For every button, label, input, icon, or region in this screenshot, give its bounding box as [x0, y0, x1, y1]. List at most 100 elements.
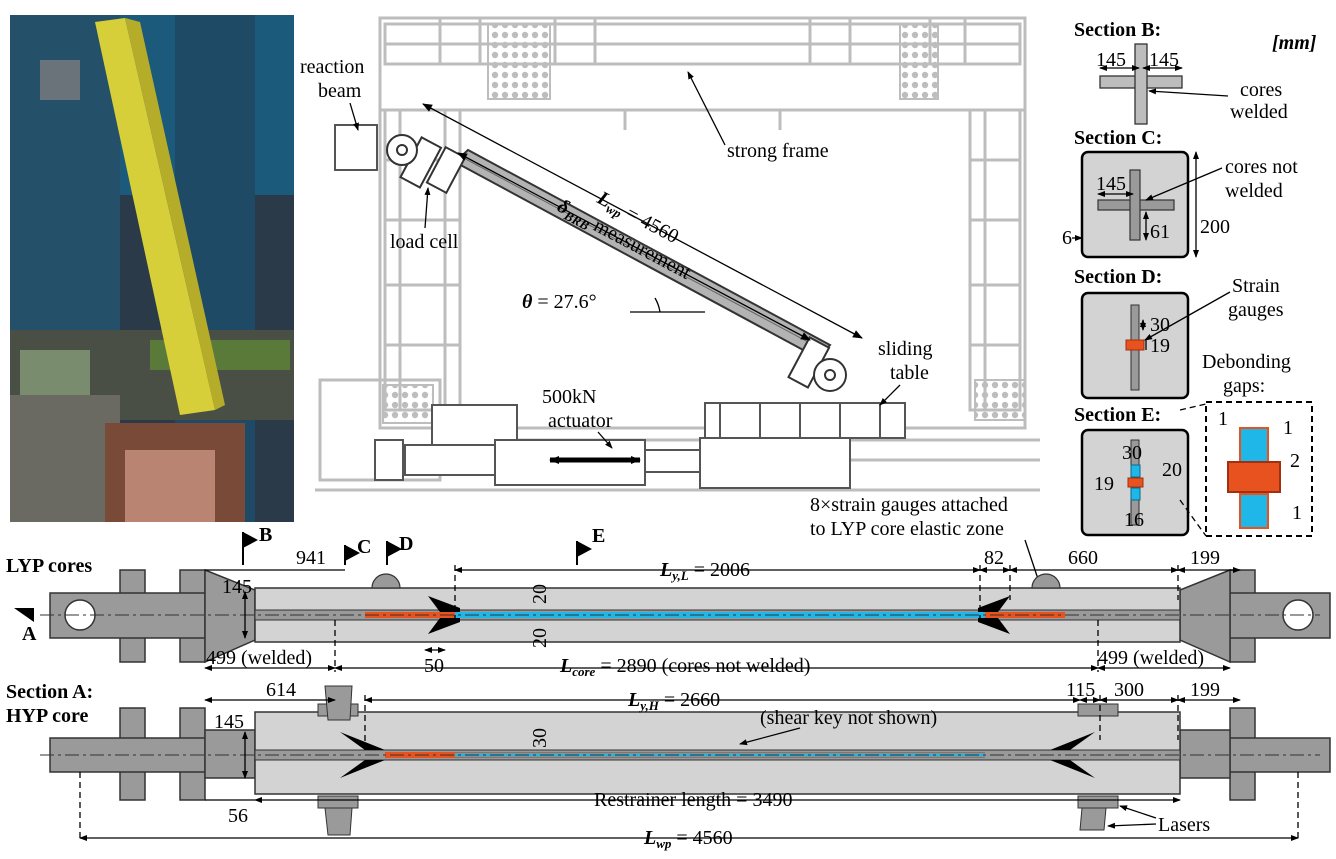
- lyp-lcore-value: = 2890 (cores not welded): [595, 655, 810, 677]
- lyp-499-left: 499 (welded): [206, 647, 312, 669]
- hyp-lyh-label: Ly,H = 2660: [627, 689, 720, 713]
- lyp-ly-value: = 2006: [689, 559, 750, 581]
- gap-1c: 1: [1292, 502, 1302, 524]
- strong-frame-arrow: [687, 71, 726, 146]
- section-d-30: 30: [1150, 314, 1170, 336]
- hyp-199: 199: [1190, 679, 1220, 701]
- gap-title-2: gaps:: [1223, 375, 1265, 397]
- section-a-marker: [14, 608, 34, 622]
- section-b-145-right: 145: [1149, 49, 1179, 71]
- hyp-30: 30: [529, 728, 551, 748]
- section-b-note-arrow: [1148, 88, 1229, 97]
- section-c-title: Section C:: [1074, 127, 1162, 149]
- hyp-lwp-value: = 4560: [671, 827, 732, 849]
- section-c-drawing: [1072, 150, 1199, 259]
- lyp-title: LYP cores: [6, 555, 92, 577]
- flag-b-label: B: [259, 524, 272, 546]
- theta-value: = 27.6°: [532, 291, 596, 313]
- actuator-label-1: 500kN: [542, 386, 596, 408]
- section-e-19: 19: [1094, 473, 1114, 495]
- flag-d-label: D: [399, 533, 413, 555]
- flag-b: [242, 532, 258, 565]
- lwp-top-subscript: wp: [604, 201, 625, 222]
- section-c-145: 145: [1096, 173, 1126, 195]
- section-a-label: A: [22, 623, 37, 645]
- flag-e: [576, 541, 592, 565]
- hyp-lasers-arrow-2: [1107, 822, 1157, 829]
- section-d-19: 19: [1150, 335, 1170, 357]
- gauges-note-2: to LYP core elastic zone: [810, 518, 1004, 540]
- hyp-shear-key-note: (shear key not shown): [760, 707, 937, 729]
- hyp-115: 115: [1066, 679, 1095, 701]
- section-e-drawing: [1080, 428, 1190, 537]
- hyp-614: 614: [266, 679, 296, 701]
- gap-1a: 1: [1218, 408, 1228, 430]
- gap-1b: 1: [1283, 417, 1293, 439]
- flag-e-label: E: [592, 525, 605, 547]
- section-c-note-arrow: [1145, 167, 1223, 201]
- hyp-title-2: HYP core: [6, 705, 89, 727]
- lyp-ly-subscript: y,L: [670, 568, 689, 583]
- load-cell-label: load cell: [390, 231, 459, 253]
- section-b-145-left: 145: [1096, 49, 1126, 71]
- delta-dimension-line: [457, 152, 811, 341]
- test-photo: [10, 15, 294, 522]
- section-c-note-2: welded: [1225, 180, 1283, 202]
- sliding-table-drawing: [699, 402, 906, 489]
- hyp-lyh-symbol: L: [627, 689, 640, 711]
- hyp-title-1: Section A:: [6, 681, 93, 703]
- brace-drawing: [334, 124, 847, 392]
- lyp-50: 50: [424, 655, 444, 677]
- gap-detail-drawing: [1179, 401, 1313, 537]
- sliding-table-label-1: sliding: [878, 338, 932, 360]
- hyp-lasers-arrow-1: [1119, 805, 1157, 819]
- gauges-note-1: 8×strain gauges attached: [810, 494, 1008, 516]
- lyp-499-right: 499 (welded): [1098, 647, 1204, 669]
- flag-c: [344, 545, 360, 565]
- lyp-82: 82: [984, 547, 1004, 569]
- hyp-145: 145: [214, 711, 244, 733]
- lyp-20-top: 20: [529, 584, 551, 604]
- actuator-drawing: [374, 404, 706, 486]
- section-e-30: 30: [1122, 442, 1142, 464]
- gap-title-1: Debonding: [1202, 351, 1291, 373]
- strong-frame-label: strong frame: [727, 140, 829, 162]
- sliding-table-label-2: table: [890, 362, 929, 384]
- lyp-lcore-subscript: core: [572, 664, 595, 679]
- section-d-drawing: [1080, 291, 1190, 400]
- reaction-beam-label-2: beam: [318, 80, 362, 102]
- hyp-300: 300: [1114, 679, 1144, 701]
- hyp-lasers-label: Lasers: [1158, 814, 1210, 836]
- section-b-note-2: welded: [1230, 101, 1288, 123]
- lyp-brace-drawing: [40, 568, 1331, 664]
- section-c-200: 200: [1200, 216, 1230, 238]
- actuator-label-2: actuator: [548, 410, 613, 432]
- reaction-beam-arrow: [349, 102, 359, 131]
- section-b-note-1: cores: [1240, 79, 1282, 101]
- theta-symbol: θ: [522, 291, 533, 313]
- actuator-arrow: [597, 431, 613, 449]
- hyp-lwp-subscript: wp: [656, 836, 672, 851]
- gap-2: 2: [1290, 450, 1300, 472]
- hyp-lwp-symbol: L: [643, 827, 656, 849]
- hyp-56: 56: [228, 805, 248, 827]
- lyp-660: 660: [1068, 547, 1098, 569]
- section-c-note-1: cores not: [1225, 156, 1298, 178]
- lyp-199: 199: [1190, 547, 1220, 569]
- section-d-note-1: Strain: [1232, 275, 1280, 297]
- theta-arc: [654, 297, 661, 313]
- flag-d: [386, 541, 402, 565]
- lyp-ly-label: Ly,L = 2006: [659, 559, 750, 583]
- lyp-ly-symbol: L: [659, 559, 672, 581]
- section-d-note-2: gauges: [1228, 299, 1284, 321]
- sliding-table-arrow: [879, 384, 901, 406]
- theta-label: θ = 27.6°: [522, 291, 597, 313]
- lyp-941: 941: [296, 547, 326, 569]
- reaction-beam-label-1: reaction: [300, 56, 364, 78]
- hyp-brace-drawing: [40, 685, 1331, 836]
- lyp-lcore-symbol: L: [559, 655, 572, 677]
- load-cell-arrow: [424, 187, 431, 229]
- hyp-lyh-subscript: y,H: [638, 698, 660, 713]
